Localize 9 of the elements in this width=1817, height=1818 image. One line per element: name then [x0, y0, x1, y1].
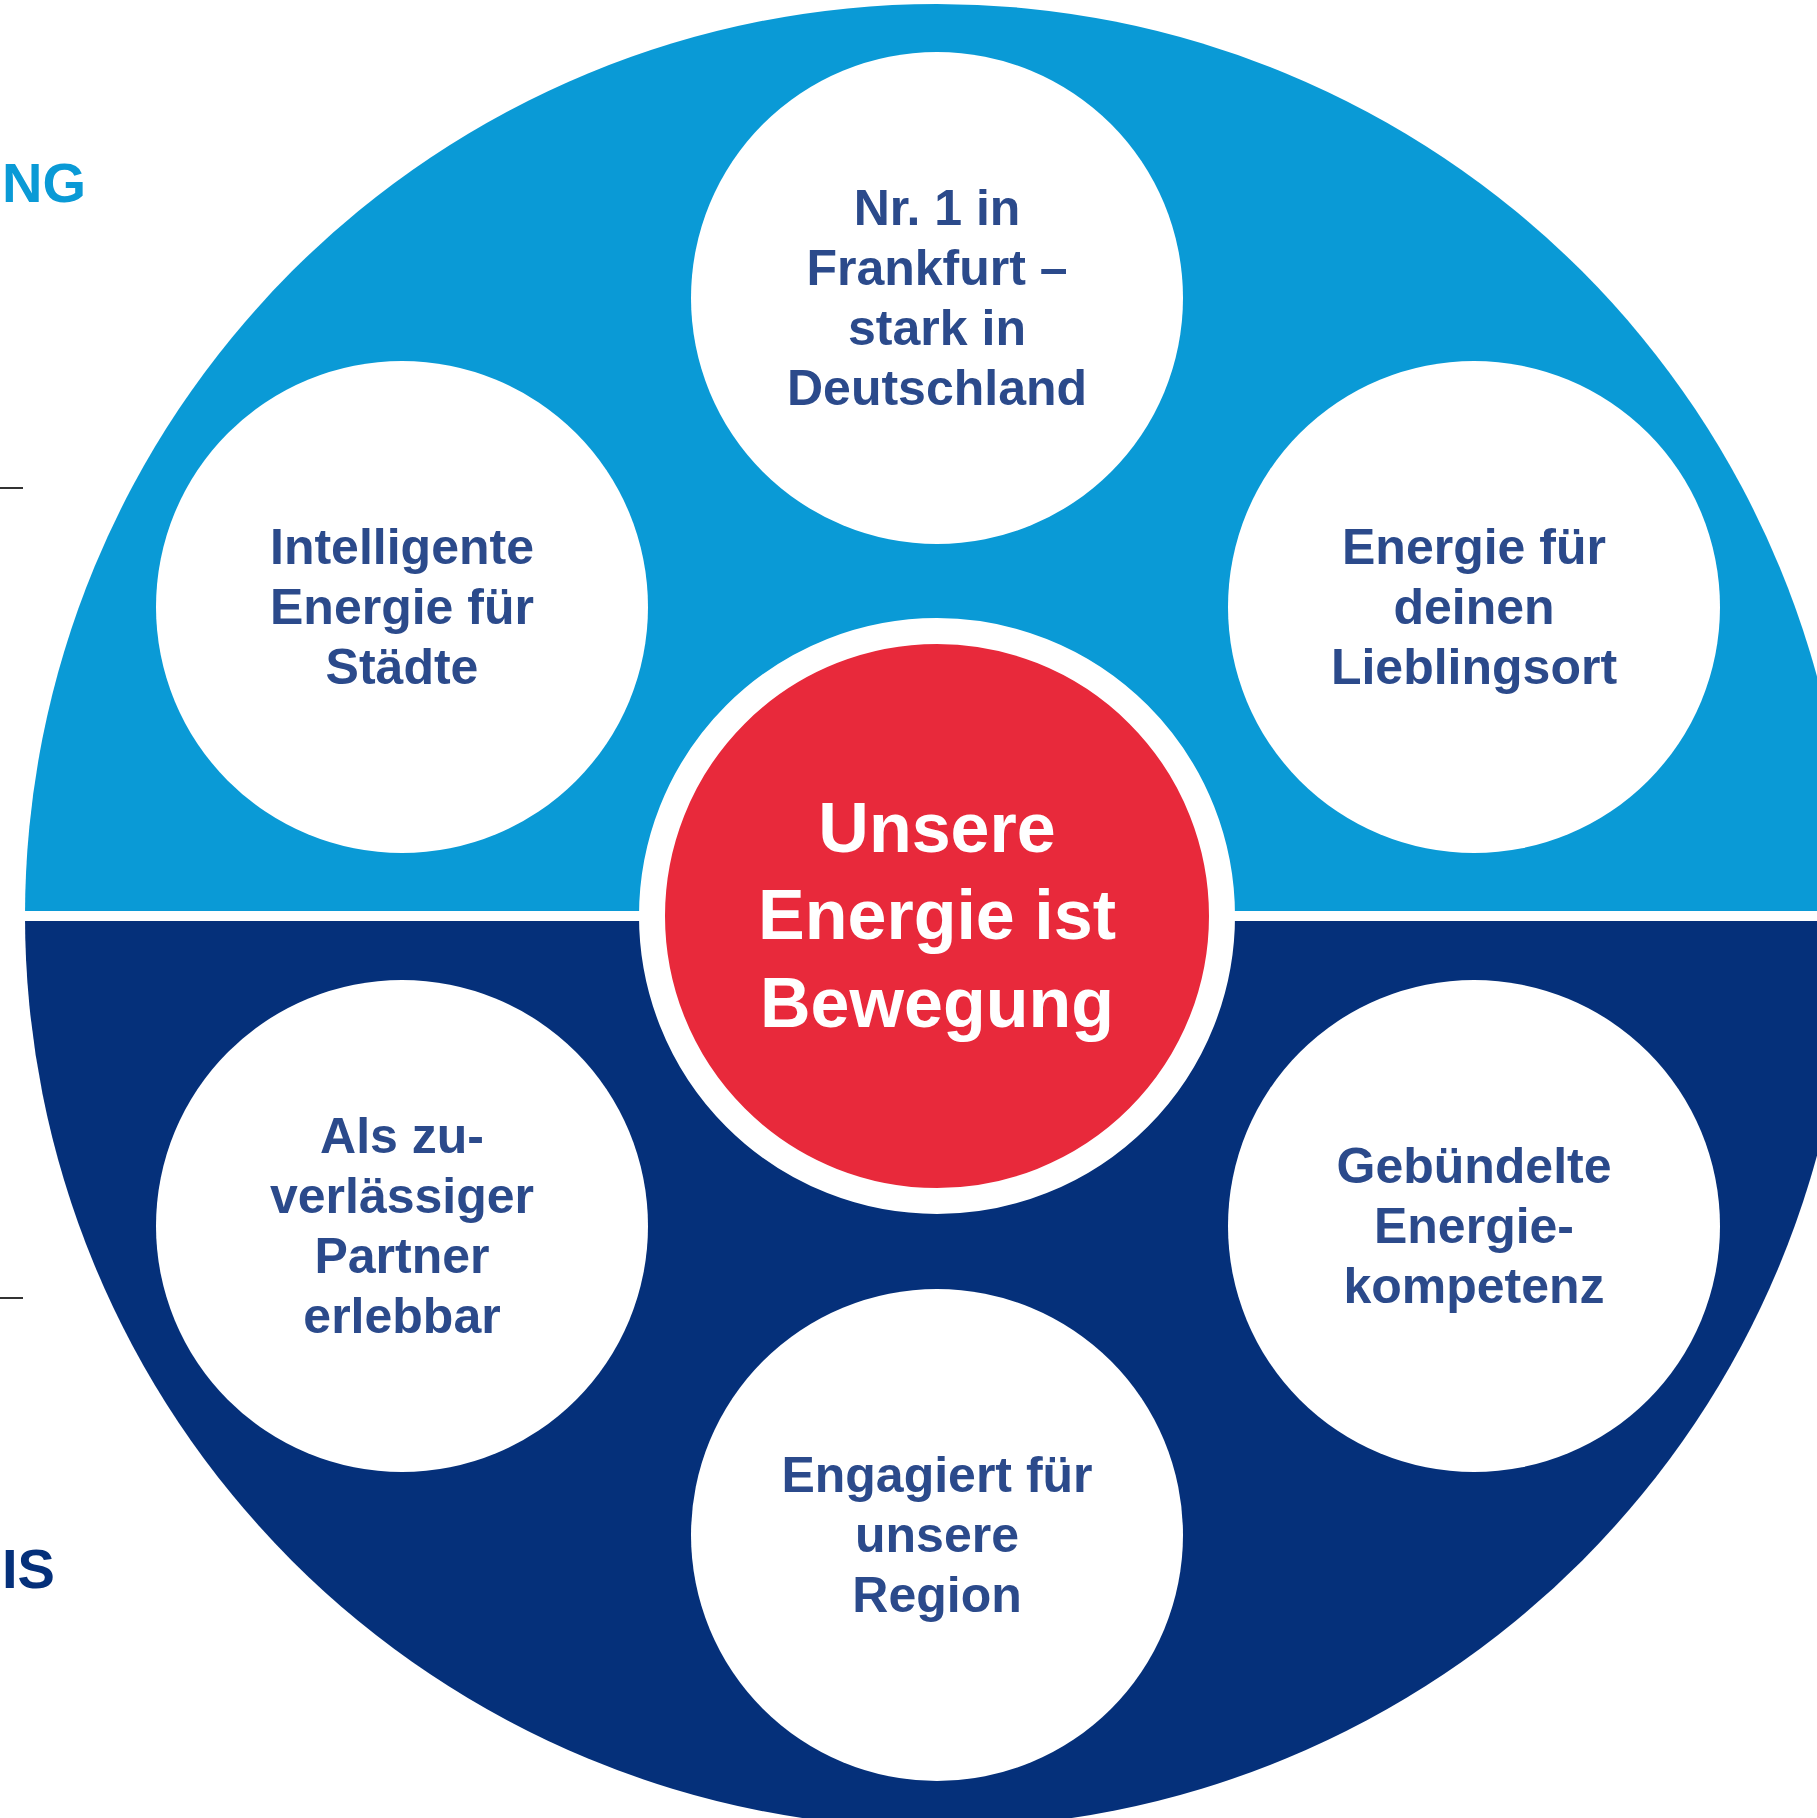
topic-circle: Intelligente Energie für Städte	[156, 361, 648, 853]
heading-fragment: IS	[2, 1536, 55, 1601]
topic-circle: Als zu- verlässiger Partner erlebbar	[156, 980, 648, 1472]
heading-fragment: NG	[2, 150, 86, 215]
core-circle: Unsere Energie ist Bewegung	[639, 618, 1235, 1214]
topic-circle: Energie für deinen Lieblingsort	[1228, 361, 1720, 853]
topic-circle: Nr. 1 in Frankfurt – stark in Deutschland	[691, 52, 1183, 544]
topic-circle: Engagiert für unsere Region	[691, 1289, 1183, 1781]
topic-circle: Gebündelte Energie- kompetenz	[1228, 980, 1720, 1472]
